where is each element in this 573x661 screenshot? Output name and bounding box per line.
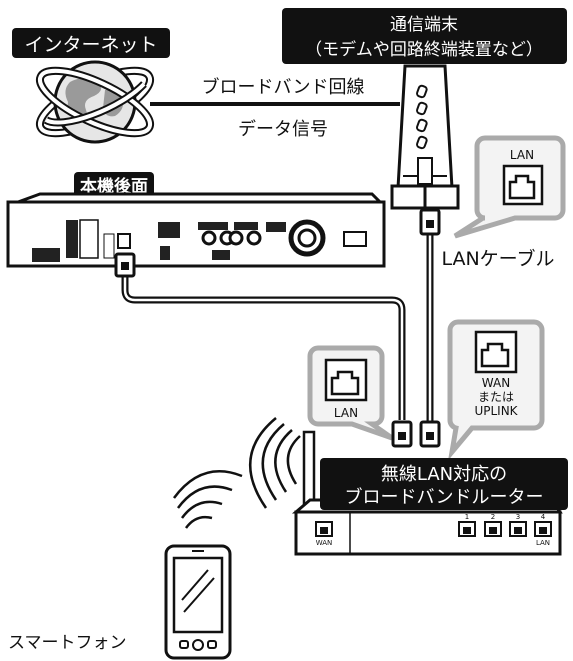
- modem-label-line1: 通信端末: [390, 15, 458, 35]
- modem-label-line2: （モデムや回路終端装置など）: [305, 39, 543, 60]
- router-wan-port-label: WAN: [316, 539, 333, 547]
- lan-port-icon: [324, 358, 368, 402]
- router-label-line1: 無線LAN対応の: [381, 464, 507, 485]
- router-wan-callout-line2: または: [478, 390, 514, 404]
- wifi-waves-icon: [248, 417, 301, 509]
- router-port-number-4: 4: [541, 513, 546, 521]
- router-port-number-1: 1: [465, 513, 469, 521]
- modem-lan-callout-label: LAN: [510, 148, 534, 162]
- router-wan-callout: [447, 319, 545, 461]
- router-lan-ports-label: LAN: [536, 539, 550, 547]
- router-wan-callout-line3: UPLINK: [474, 404, 518, 418]
- lan-port-icon: [474, 330, 518, 374]
- router-wan-callout-line1: WAN: [482, 376, 510, 390]
- router-lan-callout-label: LAN: [334, 406, 358, 420]
- globe-icon: [35, 60, 155, 144]
- internet-label-box: [12, 28, 170, 58]
- lan-port-icon: [502, 164, 544, 206]
- router-port-number-2: 2: [491, 513, 495, 521]
- modem-label-box: [282, 8, 567, 64]
- rear-panel-label-box: [74, 172, 154, 198]
- broadband-line-label: ブロードバンド回線: [202, 76, 365, 98]
- smartphone-label: スマートフォン: [8, 633, 127, 653]
- internet-label: インターネット: [24, 34, 157, 56]
- lan-port-icon: [509, 521, 527, 537]
- modem-device: [390, 64, 460, 212]
- rear-panel-label: 本機後面: [80, 176, 148, 197]
- wifi-waves-icon: [172, 470, 243, 529]
- router-label-line2: ブロードバンドルーター: [345, 486, 544, 508]
- router-label-box: [320, 458, 568, 510]
- smartphone-device: [164, 544, 232, 660]
- router-port-number-3: 3: [516, 513, 520, 521]
- lan-port-icon: [458, 521, 476, 537]
- lan-cable-label: LANケーブル: [441, 247, 554, 270]
- lan-port-icon: [484, 521, 502, 537]
- recorder-device: [6, 192, 386, 268]
- data-signal-label: データ信号: [238, 119, 328, 140]
- lan-port-icon: [534, 521, 552, 537]
- lan-port-icon: [315, 521, 333, 537]
